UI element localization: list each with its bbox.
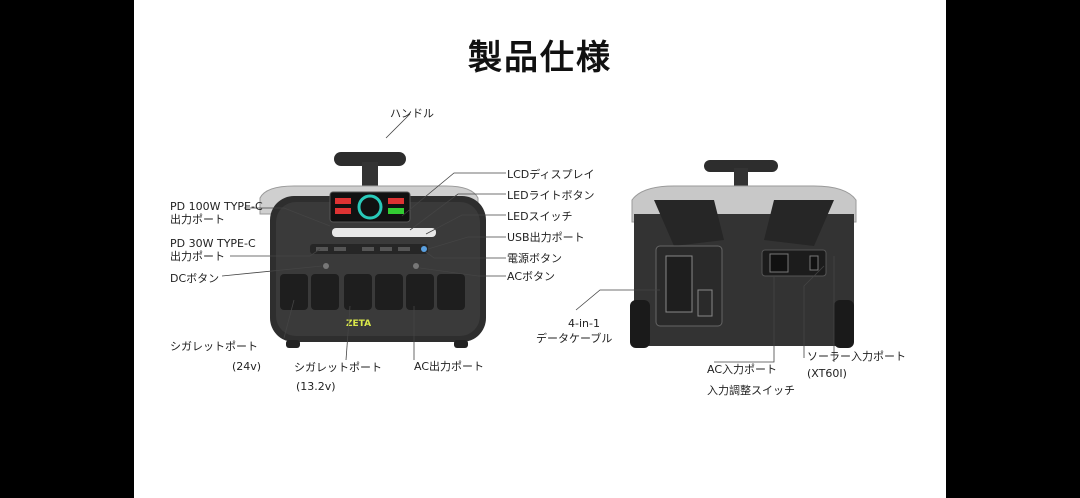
label-ac-button: ACボタン	[507, 270, 556, 283]
wheel-icon	[834, 300, 854, 348]
outlet-icon	[280, 274, 308, 310]
label-data-cable-line1: 4-in-1	[568, 317, 600, 330]
label-led-light-button: LEDライトボタン	[507, 189, 595, 202]
label-lcd-display: LCDディスプレイ	[507, 168, 595, 181]
light-bar-icon	[332, 228, 436, 237]
page-title: 製品仕様	[468, 38, 612, 78]
power-button-icon	[421, 246, 427, 252]
label-usb-port: USB出力ポート	[507, 231, 585, 244]
label-solar-line1: ソーラー入力ポート	[807, 350, 906, 363]
label-pd100-line2: 出力ポート	[170, 213, 225, 226]
outlet-icon	[406, 274, 434, 310]
dc-button-icon	[323, 263, 329, 269]
outlet-icon	[311, 274, 339, 310]
label-ac-in: AC入力ポート	[707, 363, 778, 376]
brand-logo: ZETA	[346, 319, 371, 329]
label-cig-port-24-line1: シガレットポート	[170, 340, 258, 353]
label-data-cable-line2: データケーブル	[536, 332, 613, 345]
product-illustration: ZETA	[221, 113, 857, 363]
label-cig-port-24-line2: (24v)	[232, 360, 262, 373]
front-unit: ZETA	[259, 152, 486, 348]
label-handle: ハンドル	[390, 107, 434, 120]
label-pd30-line1: PD 30W TYPE-C	[170, 237, 256, 250]
outlet-icon	[344, 274, 372, 310]
label-cig-port-13-line1: シガレットポート	[294, 361, 382, 374]
leader-lines	[221, 113, 835, 363]
label-cig-port-13-line2: (13.2v)	[296, 380, 336, 393]
ac-button-icon	[413, 263, 419, 269]
label-pd30-line2: 出力ポート	[170, 250, 225, 263]
label-input-switch: 入力調整スイッチ	[707, 384, 795, 397]
label-pd100-line1: PD 100W TYPE-C	[170, 200, 263, 213]
handle-bar-icon	[334, 152, 406, 166]
back-unit	[630, 160, 857, 348]
spec-sheet: 製品仕様	[134, 0, 946, 498]
label-dc-button: DCボタン	[170, 272, 220, 285]
wheel-icon	[630, 300, 650, 348]
label-solar-line2: (XT60I)	[807, 367, 847, 380]
label-power-button: 電源ボタン	[507, 252, 562, 265]
label-ac-out: AC出力ポート	[414, 360, 485, 373]
handle-bar-icon	[704, 160, 778, 172]
outlet-icon	[375, 274, 403, 310]
outlet-icon	[437, 274, 465, 310]
label-led-switch: LEDスイッチ	[507, 210, 573, 223]
